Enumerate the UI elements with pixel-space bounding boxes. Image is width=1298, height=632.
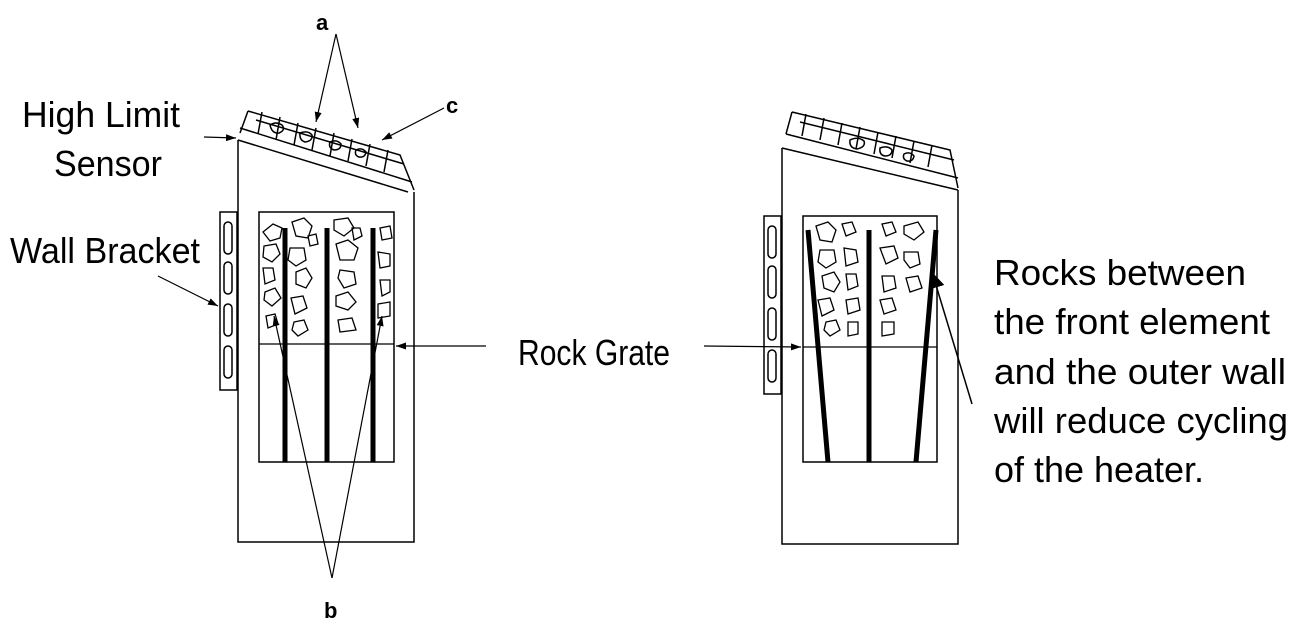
right-top-frame — [781, 133, 959, 191]
left-heater-body — [237, 140, 415, 543]
left-heating-elements — [282, 228, 376, 462]
right-wall-bracket — [763, 215, 782, 395]
arrow-rock-grate-right — [703, 343, 802, 351]
arrow-b-left — [272, 315, 333, 579]
label-wall-bracket: Wall Bracket — [10, 230, 200, 271]
label-high-limit-line1: High Limit — [22, 94, 180, 135]
label-rock-grate: Rock Grate — [518, 332, 670, 373]
rocks-note: Rocks between the front element and the … — [993, 252, 1288, 490]
note-line-2: the front element — [994, 301, 1270, 342]
left-top-frame — [237, 127, 413, 193]
arrow-rocks-note — [928, 271, 973, 405]
left-rocks — [262, 217, 393, 337]
arrow-a-right — [335, 33, 360, 129]
arrow-high-limit-sensor — [203, 134, 237, 142]
left-wall-bracket — [219, 211, 238, 391]
label-high-limit-line2: Sensor — [54, 143, 162, 184]
note-line-3: and the outer wall — [994, 351, 1286, 392]
note-line-5: of the heater. — [994, 449, 1204, 490]
label-c: c — [446, 93, 458, 118]
leader-lines — [157, 33, 973, 579]
arrow-wall-bracket — [157, 275, 219, 307]
right-heating-elements — [805, 229, 939, 463]
note-line-1: Rocks between — [994, 252, 1246, 293]
right-heater-body — [781, 148, 959, 545]
right-rocks — [815, 221, 925, 337]
arrow-c — [381, 107, 445, 141]
left-top-rock-tray — [239, 110, 415, 191]
left-heater — [219, 110, 415, 543]
arrow-a-left — [314, 33, 337, 123]
right-heater — [763, 111, 959, 545]
arrow-b-right — [331, 315, 384, 579]
label-b: b — [324, 598, 337, 623]
right-top-rock-tray — [785, 111, 959, 189]
note-line-4: will reduce cycling — [993, 400, 1288, 441]
label-a: a — [316, 10, 329, 35]
